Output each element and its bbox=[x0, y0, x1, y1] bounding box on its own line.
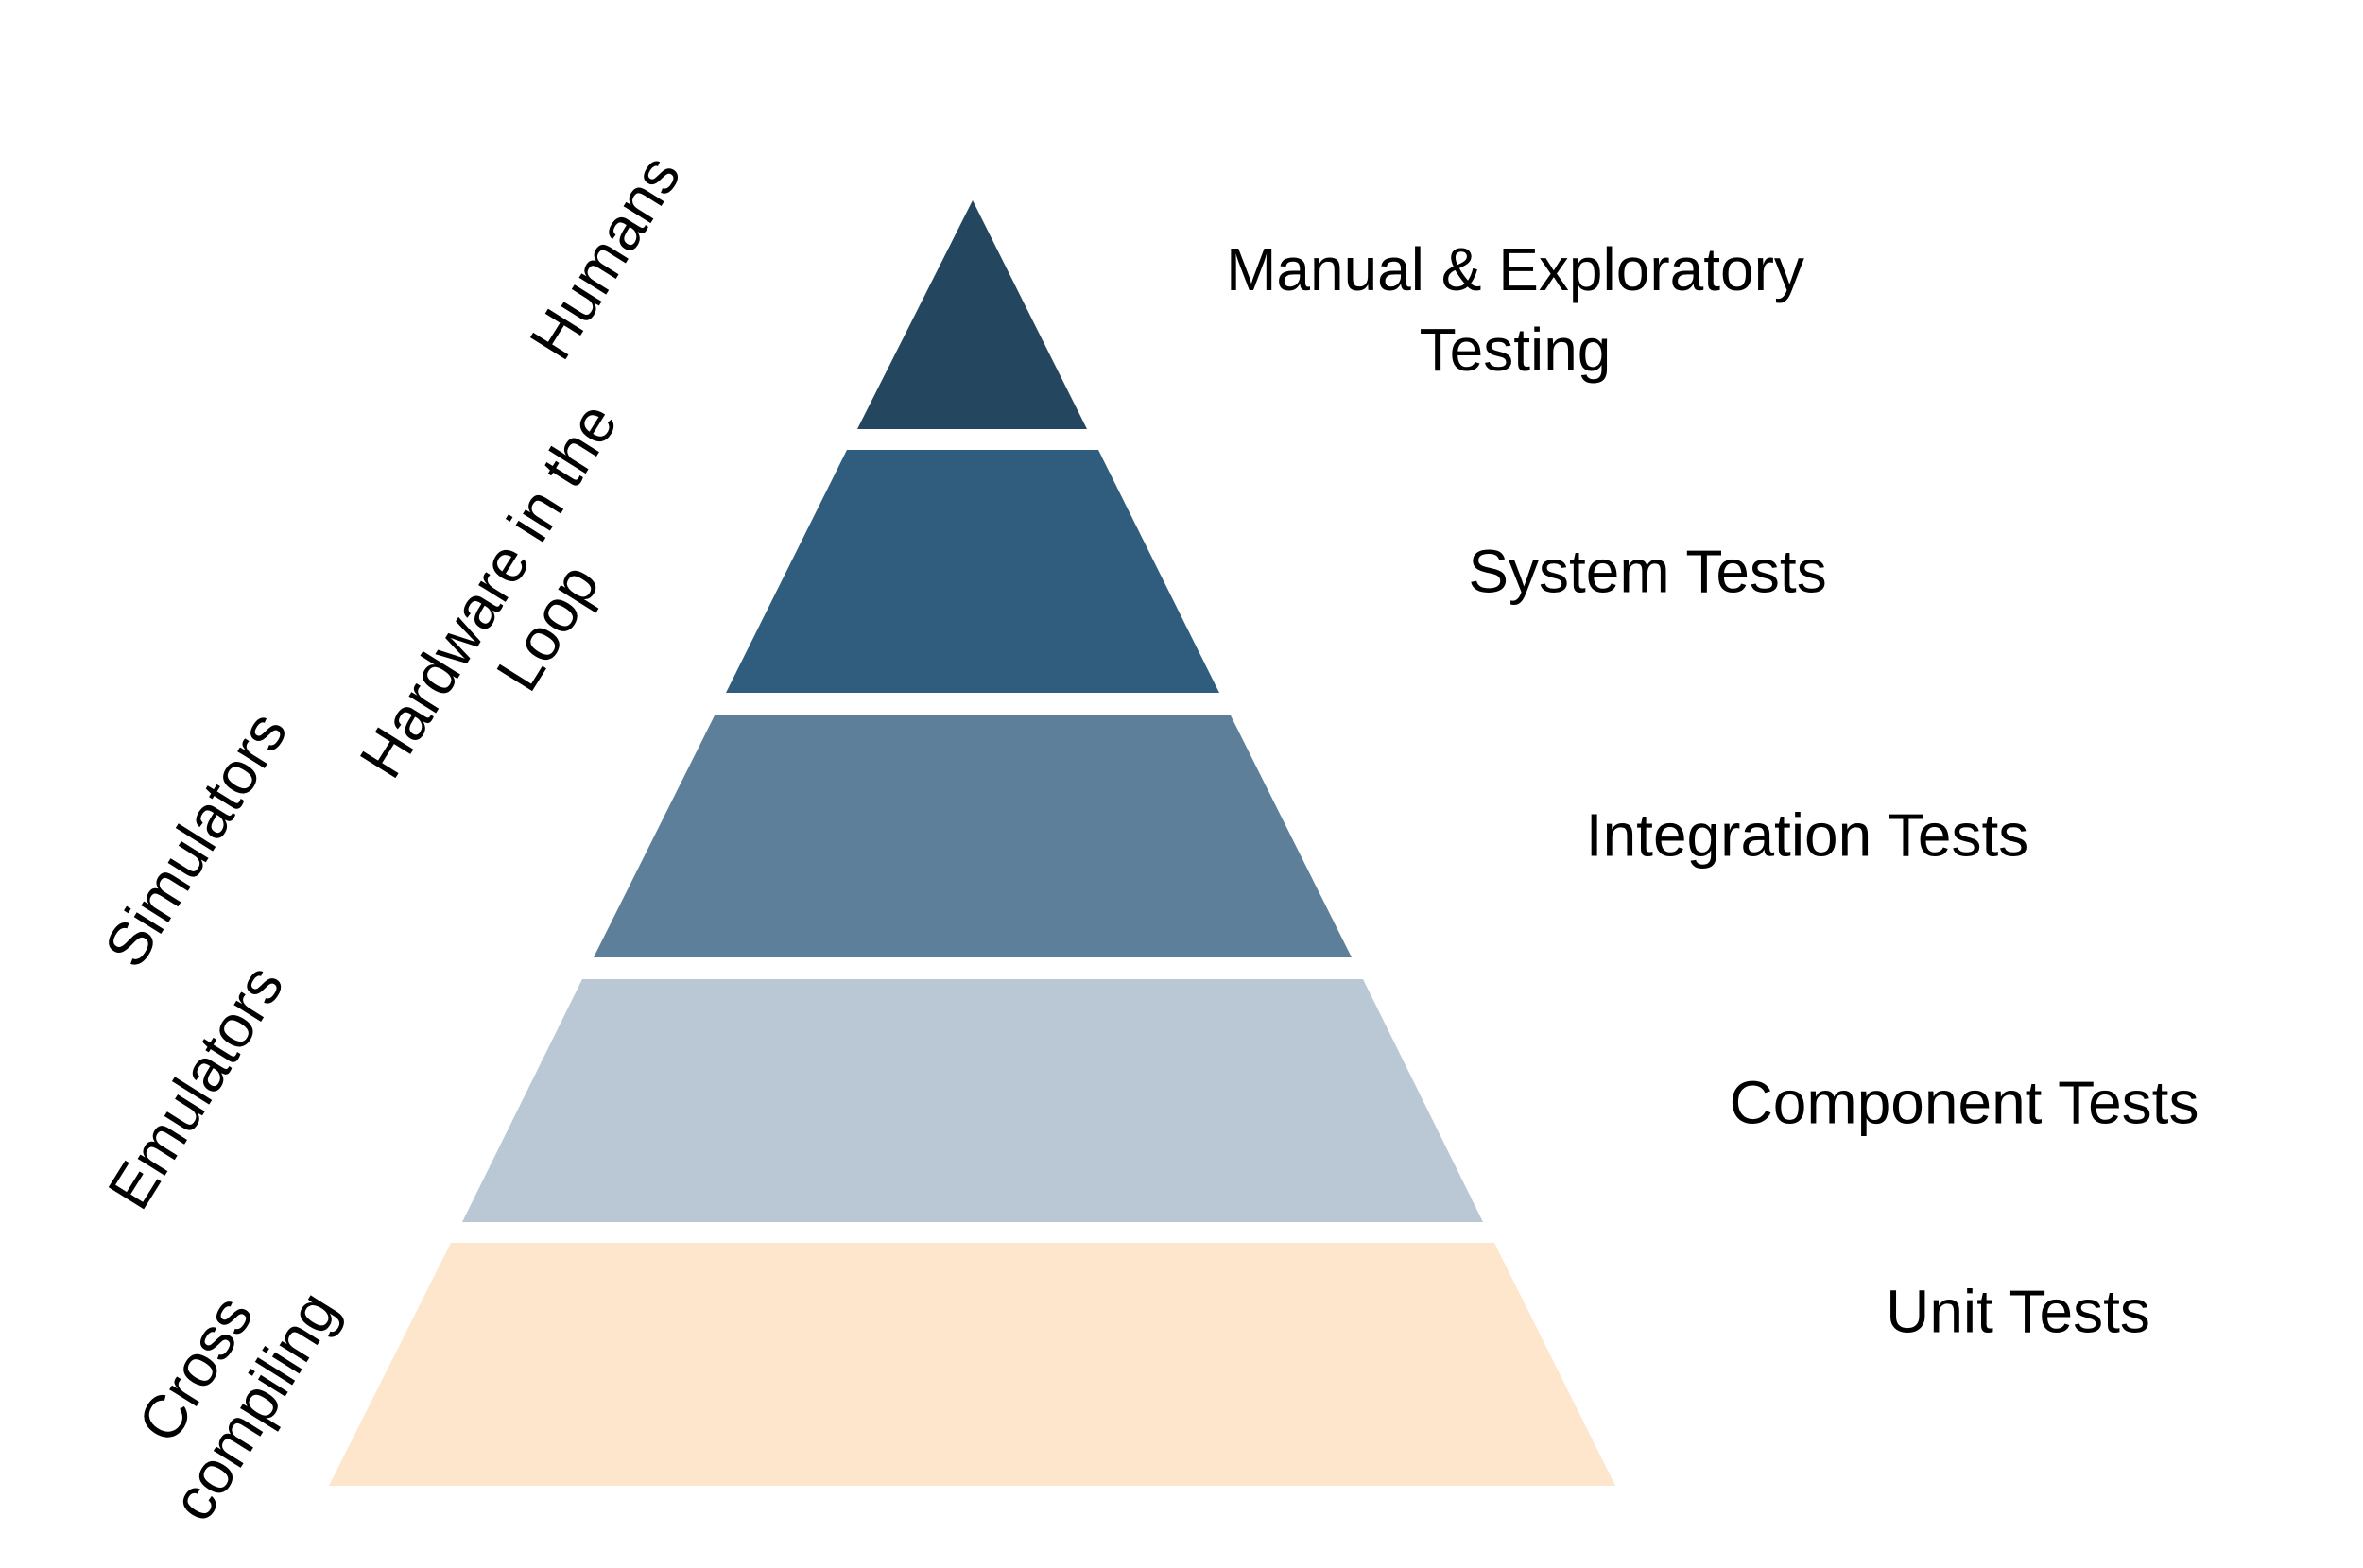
label-line: Integration Tests bbox=[1585, 801, 2029, 870]
pyramid-layer-unit bbox=[329, 1243, 1615, 1486]
label-unit-tests: Unit Tests bbox=[1886, 1272, 2150, 1353]
label-integration-tests: Integration Tests bbox=[1586, 796, 2028, 876]
label-line: Unit Tests bbox=[1886, 1277, 2150, 1346]
label-line: Manual & Exploratory bbox=[1226, 235, 1804, 303]
label-manual-exploratory-testing: Manual & Exploratory Testing bbox=[1226, 230, 1804, 390]
label-component-tests: Component Tests bbox=[1730, 1063, 2199, 1144]
label-system-tests: System Tests bbox=[1468, 532, 1826, 612]
label-line: System Tests bbox=[1468, 537, 1827, 606]
pyramid-layer-manual bbox=[857, 200, 1087, 429]
pyramid-layer-integration bbox=[594, 715, 1352, 957]
pyramid-layer-component bbox=[462, 979, 1483, 1222]
pyramid-layer-system bbox=[726, 450, 1219, 693]
label-line: Testing bbox=[1419, 316, 1612, 384]
label-line: Component Tests bbox=[1729, 1068, 2199, 1137]
